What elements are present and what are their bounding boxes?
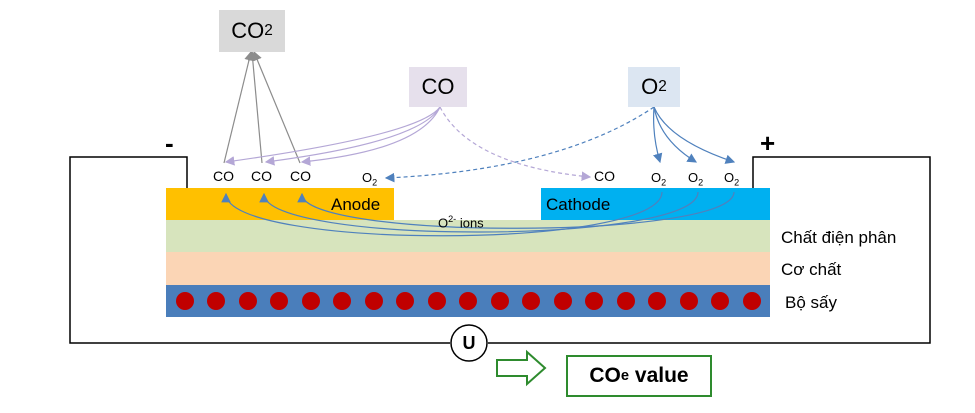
heater-dot — [428, 292, 446, 310]
circuit-wire — [69, 156, 931, 344]
cathode-co: CO — [594, 168, 615, 184]
cathode-o2-1: O2 — [651, 170, 667, 188]
heater-dot — [585, 292, 603, 310]
voltmeter-symbol: U — [462, 332, 476, 353]
cathode-label: Cathode — [546, 195, 611, 214]
cathode-o2-3: O2 — [724, 170, 740, 188]
plus-terminal: + — [760, 128, 776, 158]
heater-dot — [333, 292, 351, 310]
heater-dot — [207, 292, 225, 310]
anode-co-1: CO — [213, 168, 234, 184]
minus-terminal: - — [165, 128, 174, 158]
anode-o2: O2 — [362, 170, 378, 188]
heater-dot — [365, 292, 383, 310]
co2-arrows — [223, 50, 301, 164]
ions-label: O2- ions — [438, 214, 484, 231]
output-arrow — [496, 349, 547, 387]
heater-dot — [239, 292, 257, 310]
co-to-anode-arrows — [224, 106, 592, 181]
substrate-label: Cơ chất — [781, 260, 842, 279]
heater-dot — [743, 292, 761, 310]
heater-dot — [396, 292, 414, 310]
electrolyte-label: Chất điện phân — [781, 228, 897, 247]
anode-co-2: CO — [251, 168, 272, 184]
heater-dots — [176, 292, 761, 310]
o2-text: O — [641, 74, 659, 99]
ion-arcs — [221, 191, 735, 237]
heater-dot — [302, 292, 320, 310]
heater-dot — [680, 292, 698, 310]
heater-dot — [648, 292, 666, 310]
heater-dot — [554, 292, 572, 310]
co-text: CO — [421, 74, 455, 99]
heater-dot — [711, 292, 729, 310]
anode-co-3: CO — [290, 168, 311, 184]
co2-sub: 2 — [264, 22, 273, 39]
anode-electrode — [166, 188, 394, 220]
voltmeter — [450, 324, 488, 362]
cathode-o2-2: O2 — [688, 170, 704, 188]
o2-arrows — [384, 106, 736, 183]
anode-label: Anode — [331, 195, 381, 214]
heater-label: Bộ sấy — [785, 293, 837, 312]
co-box: CO — [409, 67, 467, 107]
heater-dot — [459, 292, 477, 310]
heater-dot — [522, 292, 540, 310]
o2-sub: 2 — [658, 78, 667, 95]
heater-dot — [176, 292, 194, 310]
substrate-layer — [166, 252, 770, 285]
heater-dot — [617, 292, 635, 310]
heater-dot — [270, 292, 288, 310]
co2-text: CO — [231, 18, 265, 43]
heater-dot — [491, 292, 509, 310]
